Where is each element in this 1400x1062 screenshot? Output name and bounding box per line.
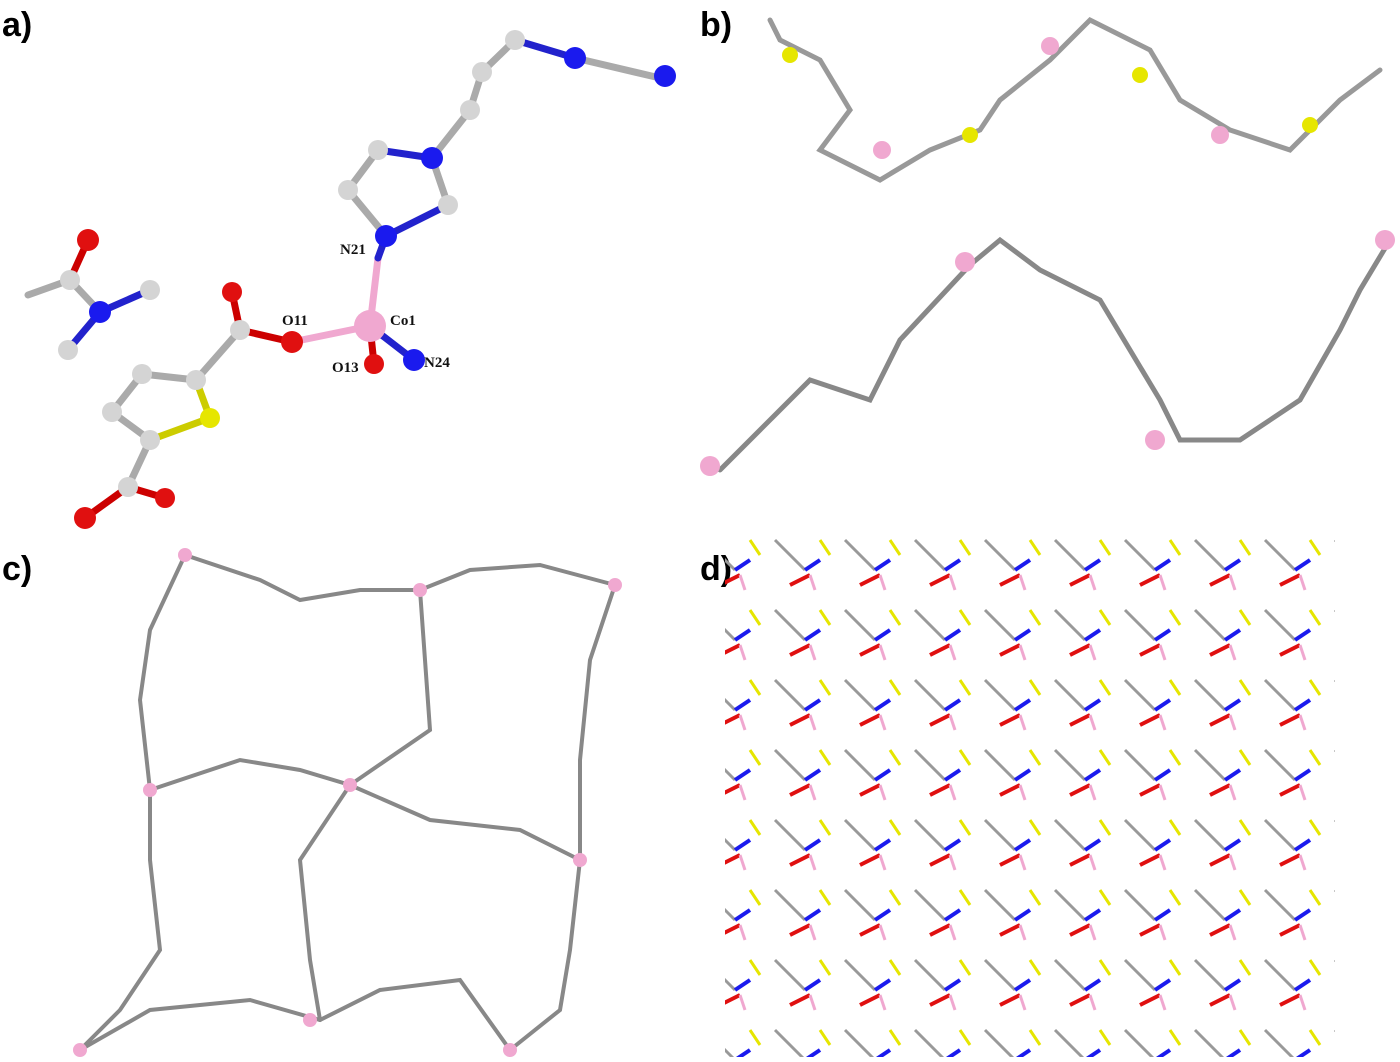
atom-label-n21: N21 (340, 242, 366, 258)
panel-c-structure (73, 548, 622, 1057)
panel-a-label: a) (2, 6, 33, 44)
panel-a: a) (0, 0, 700, 530)
panel-d: d) (700, 530, 1400, 1062)
panel-c: c) (0, 530, 700, 1062)
panel-d-structure (725, 535, 1335, 1057)
atom-label-o13: O13 (332, 360, 359, 376)
atom-label-co1: Co1 (390, 313, 416, 329)
atom-label-n24: N24 (424, 355, 450, 371)
atom-label-o11: O11 (282, 313, 308, 329)
panel-c-label: c) (2, 550, 33, 588)
panel-b-structure (700, 16, 1395, 476)
panel-a-structure (24, 30, 676, 529)
panel-b-label: b) (700, 6, 733, 44)
panel-b: b) (700, 0, 1400, 530)
